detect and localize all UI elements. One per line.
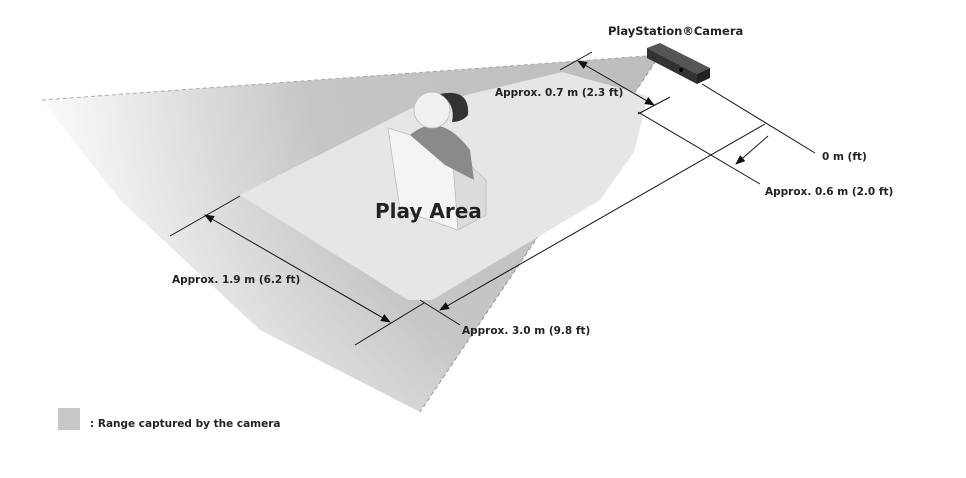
legend-text: : Range captured by the camera bbox=[90, 418, 281, 430]
zero-line bbox=[701, 83, 816, 154]
offset-arrow bbox=[735, 135, 769, 165]
legend-swatch bbox=[58, 408, 80, 430]
depth-label: Approx. 3.0 m (9.8 ft) bbox=[462, 325, 590, 337]
width-arrow bbox=[204, 214, 391, 323]
camera-icon bbox=[647, 43, 710, 84]
offset-label: Approx. 0.6 m (2.0 ft) bbox=[765, 186, 893, 198]
front-arrow bbox=[577, 60, 655, 106]
range-top-edge bbox=[41, 54, 661, 101]
width-label: Approx. 1.9 m (6.2 ft) bbox=[172, 274, 300, 286]
front-tick-a bbox=[559, 51, 593, 71]
camera-label: PlayStation®Camera bbox=[608, 24, 743, 38]
width-tick-b bbox=[354, 302, 425, 346]
offset-line bbox=[637, 111, 761, 185]
depth-tick bbox=[419, 299, 461, 326]
depth-arrow bbox=[439, 123, 766, 311]
player-in-chair bbox=[387, 91, 487, 231]
front-label: Approx. 0.7 m (2.3 ft) bbox=[495, 87, 623, 99]
zero-label: 0 m (ft) bbox=[822, 151, 867, 163]
play-area-label: Play Area bbox=[375, 199, 482, 223]
